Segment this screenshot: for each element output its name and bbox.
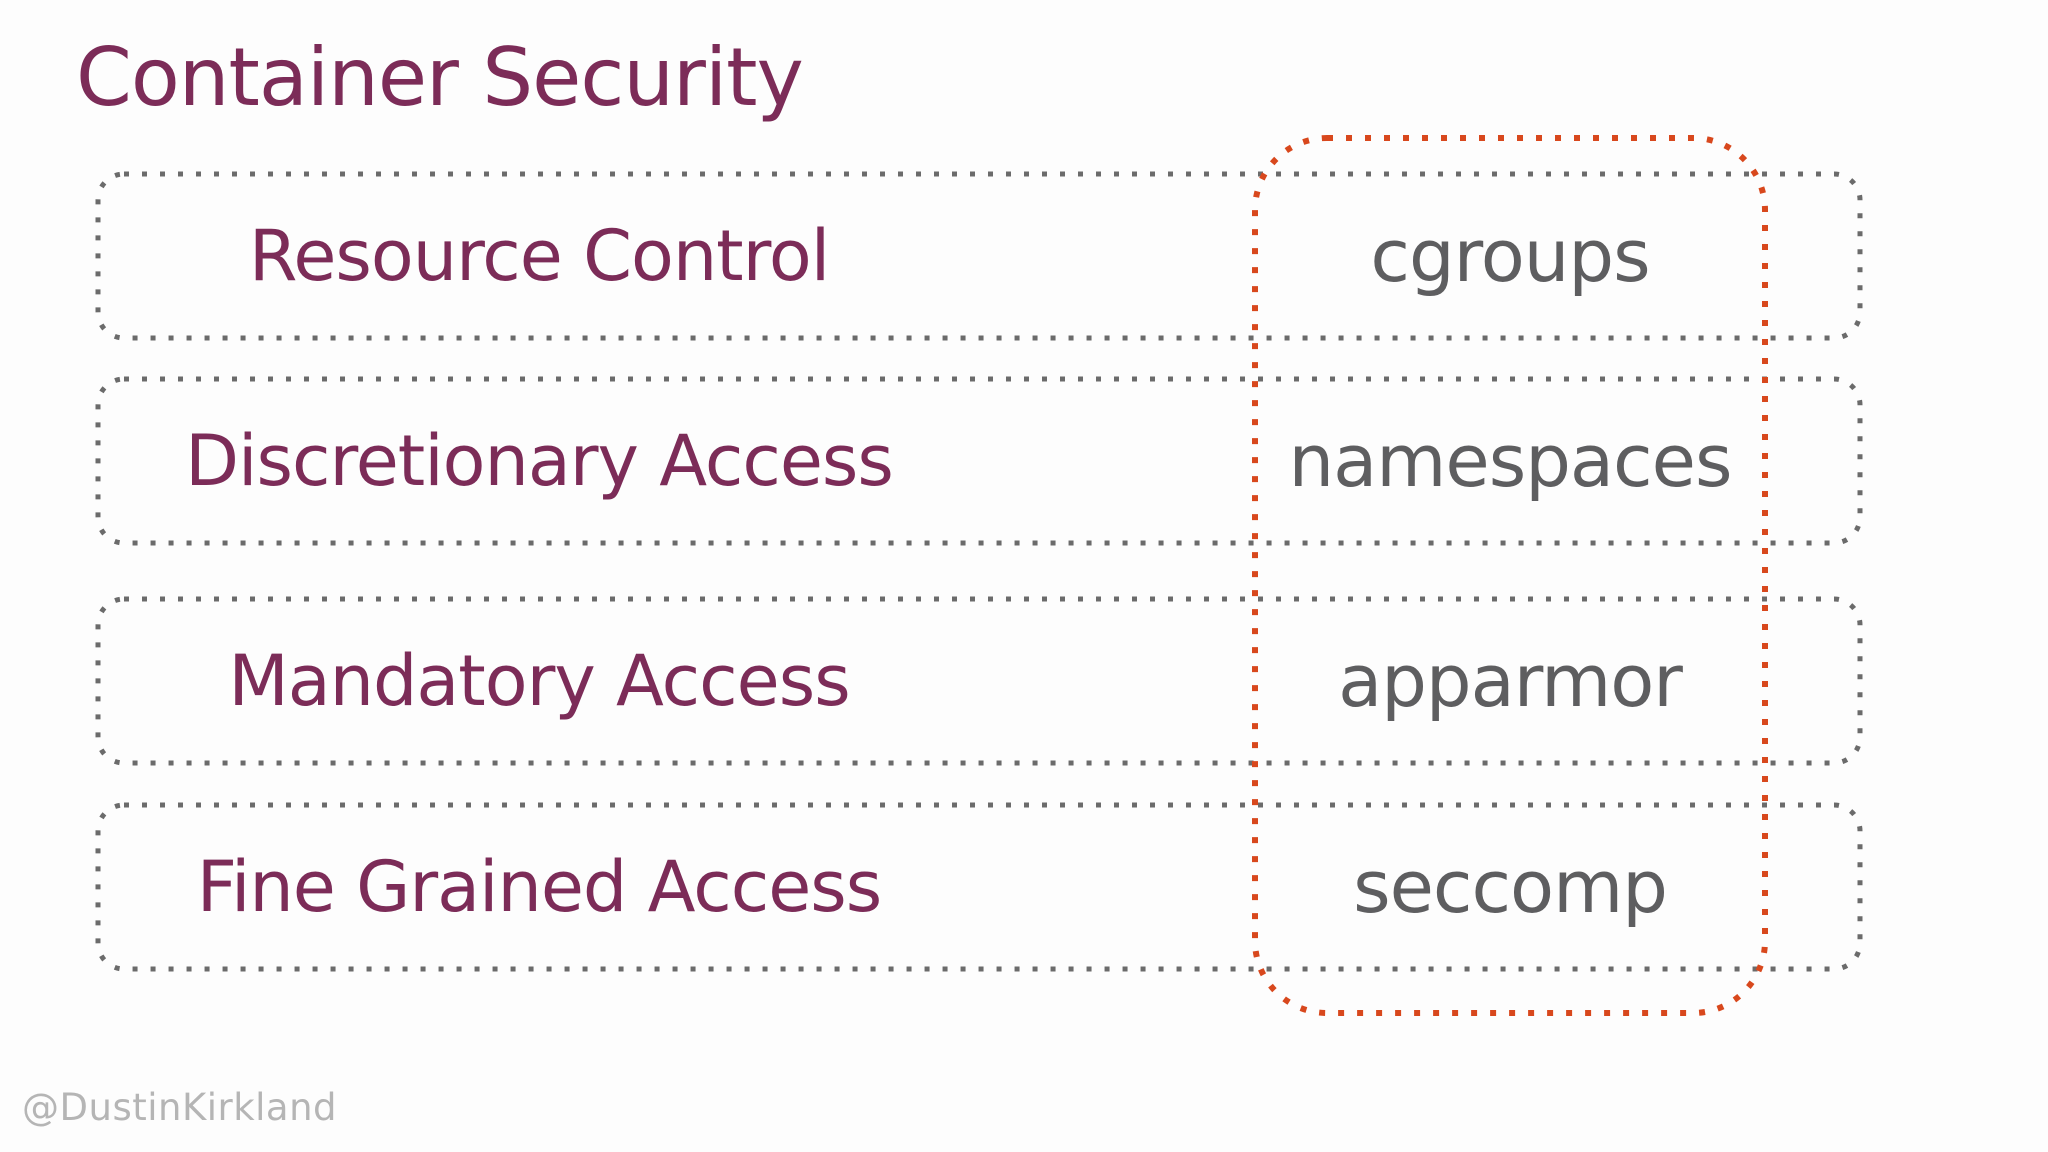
security-row: Fine Grained Access seccomp	[98, 805, 1860, 969]
technology-label: cgroups	[1370, 214, 1650, 298]
security-row: Mandatory Access apparmor	[98, 599, 1860, 763]
security-layer-label: Resource Control	[248, 215, 830, 297]
security-layer-label: Fine Grained Access	[196, 846, 882, 928]
security-row: Resource Control cgroups	[98, 174, 1860, 338]
technology-label: seccomp	[1353, 845, 1668, 929]
watermark-handle: @DustinKirkland	[22, 1086, 338, 1129]
security-layer-label: Discretionary Access	[185, 420, 894, 502]
technology-label: namespaces	[1288, 419, 1733, 503]
security-layer-label: Mandatory Access	[228, 640, 850, 722]
security-row: Discretionary Access namespaces	[98, 379, 1860, 543]
technology-label: apparmor	[1338, 639, 1683, 723]
page-title: Container Security	[76, 31, 804, 124]
